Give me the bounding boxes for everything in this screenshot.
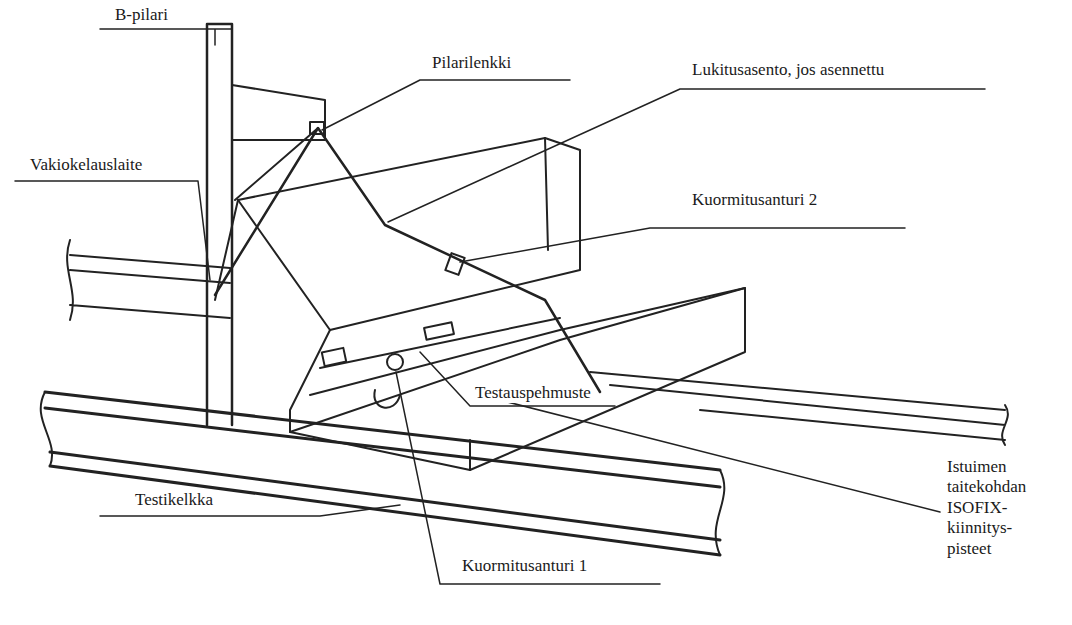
part-label: Testauspehmuste [473,383,593,403]
part-label: Istuimen taitekohdan ISOFIX- kiinnitys- … [945,457,1041,559]
part-label: Lukitusasento, jos asennettu [690,60,886,80]
part-label: Kuormitusanturi 1 [460,556,589,576]
part-label: B-pilari [113,5,170,25]
part-label: Testikelkka [133,490,215,510]
part-label: Vakiokelauslaite [28,155,144,175]
part-label: Kuormitusanturi 2 [690,190,819,210]
part-label: Pilarilenkki [430,53,513,73]
